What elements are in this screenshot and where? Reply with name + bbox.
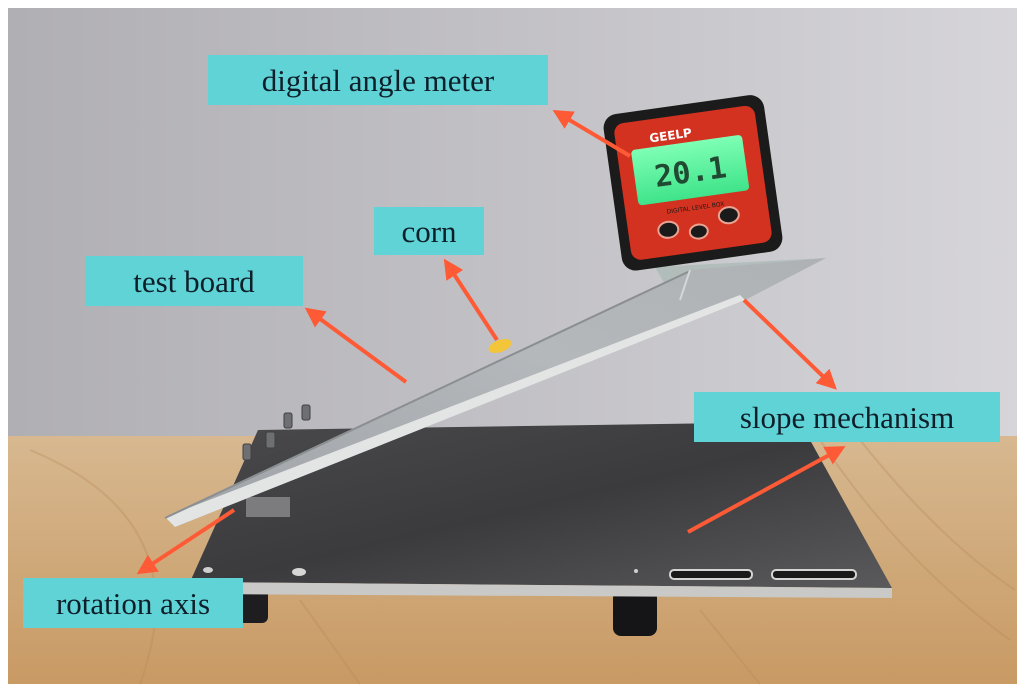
corn-kernel [488, 339, 512, 353]
hinge-block [246, 497, 290, 517]
meter-brand: GEELP [648, 126, 692, 146]
foot-right [613, 590, 657, 636]
test-board [164, 258, 826, 527]
label-digital-angle-meter: digital angle meter [208, 55, 548, 105]
digital-angle-meter: GEELP 20.1 DIGITAL LEVEL BOX [603, 95, 783, 271]
arrow-rotation-axis [136, 508, 236, 575]
arrow-angle-meter [552, 109, 632, 158]
foot-left [238, 585, 268, 623]
meter-button-right [717, 206, 740, 225]
label-rotation-axis: rotation axis [23, 578, 243, 628]
bolts [242, 404, 311, 461]
arrow-test-board [304, 307, 408, 384]
base-plate [190, 422, 892, 598]
meter-button-center [688, 223, 709, 240]
arrow-slope-upper [742, 298, 837, 390]
arrow-slope-lower [687, 446, 846, 534]
label-test-board: test board [85, 256, 303, 306]
label-slope-mechanism: slope mechanism [694, 392, 1000, 442]
label-corn: corn [374, 207, 484, 255]
meter-button-left [657, 220, 680, 239]
arrow-corn [443, 258, 499, 342]
callout-arrows [136, 109, 846, 575]
